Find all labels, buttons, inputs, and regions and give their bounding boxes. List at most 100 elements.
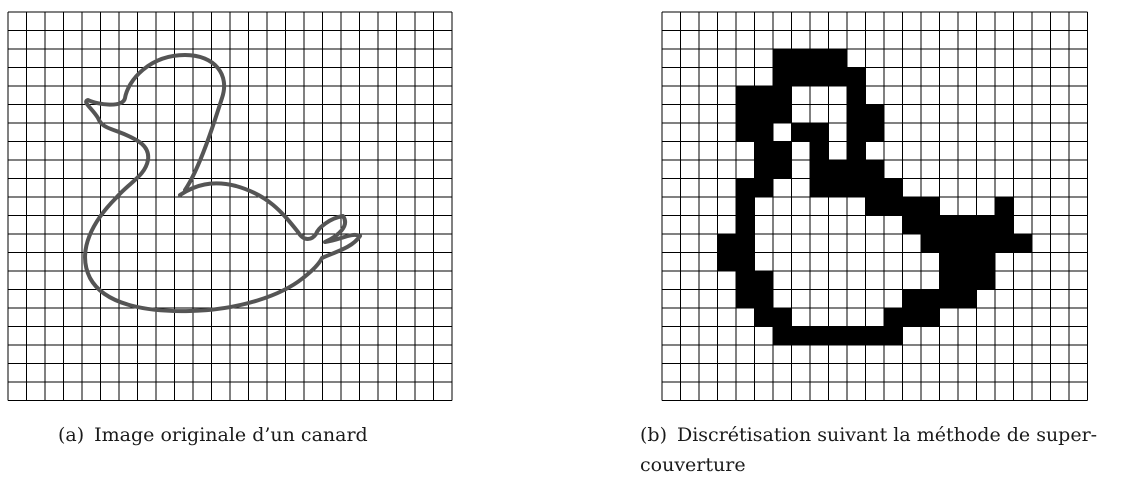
filled-cell <box>939 215 958 234</box>
filled-cell <box>754 141 773 160</box>
filled-cell <box>958 271 977 290</box>
caption-b: (b) Discrétisation suivant la méthode de … <box>640 420 1120 480</box>
filled-cell <box>828 160 847 179</box>
filled-cell <box>754 104 773 123</box>
caption-a: (a) Image originale d’un canard <box>58 420 458 450</box>
filled-cell <box>754 160 773 179</box>
filled-cell <box>847 326 866 345</box>
filled-cell <box>773 86 792 105</box>
filled-cell <box>847 141 866 160</box>
filled-cell <box>773 326 792 345</box>
filled-cell <box>828 178 847 197</box>
filled-cell <box>736 271 755 290</box>
filled-cell <box>773 67 792 86</box>
filled-cell <box>717 252 736 271</box>
filled-cell <box>865 160 884 179</box>
filled-cell <box>754 308 773 327</box>
filled-cell <box>754 271 773 290</box>
grid-lines <box>661 11 1088 401</box>
grid-lines <box>7 11 453 401</box>
filled-cell <box>828 67 847 86</box>
filled-cell <box>865 104 884 123</box>
filled-cell <box>736 104 755 123</box>
filled-cell <box>884 326 903 345</box>
filled-cell <box>902 308 921 327</box>
filled-cell <box>995 215 1014 234</box>
filled-cell <box>773 141 792 160</box>
filled-cell <box>958 234 977 253</box>
filled-cell <box>791 123 810 142</box>
filled-cell <box>884 308 903 327</box>
filled-cell <box>773 160 792 179</box>
filled-cell <box>847 178 866 197</box>
caption-a-text: Image originale d’un canard <box>94 424 368 446</box>
filled-cell <box>958 252 977 271</box>
filled-cell <box>736 252 755 271</box>
filled-cell <box>773 104 792 123</box>
filled-cell <box>754 86 773 105</box>
filled-cell <box>828 326 847 345</box>
grid-discretized-duck <box>661 11 1088 401</box>
filled-cell <box>921 289 940 308</box>
filled-cell <box>995 197 1014 216</box>
filled-cell <box>847 123 866 142</box>
filled-cell <box>791 326 810 345</box>
filled-cell <box>773 49 792 68</box>
filled-cell <box>939 289 958 308</box>
filled-cell <box>810 178 829 197</box>
filled-cell <box>958 289 977 308</box>
filled-cell <box>921 308 940 327</box>
filled-cell <box>810 49 829 68</box>
filled-cell <box>847 86 866 105</box>
filled-cell <box>810 326 829 345</box>
filled-cell <box>976 252 995 271</box>
caption-b-text-line1: Discrétisation suivant la méthode de sup… <box>677 424 1098 446</box>
filled-cell <box>995 234 1014 253</box>
filled-cell <box>939 252 958 271</box>
filled-cell <box>736 234 755 253</box>
filled-cell <box>902 197 921 216</box>
filled-cell <box>736 178 755 197</box>
figure-original-duck: (a) Image originale d’un canard <box>0 0 460 474</box>
filled-cell <box>754 178 773 197</box>
filled-cell <box>958 215 977 234</box>
filled-cell <box>773 308 792 327</box>
caption-b-tag: (b) <box>640 424 667 446</box>
grid-original-duck <box>7 11 453 401</box>
filled-cell <box>865 123 884 142</box>
filled-cell <box>847 67 866 86</box>
filled-cell <box>810 123 829 142</box>
duck-outline <box>83 53 362 314</box>
filled-cell <box>902 215 921 234</box>
filled-cell <box>736 289 755 308</box>
caption-a-tag: (a) <box>58 424 85 446</box>
filled-cell <box>754 123 773 142</box>
figure-discretized-duck: (b) Discrétisation suivant la méthode de … <box>640 0 1142 476</box>
filled-cell <box>865 178 884 197</box>
filled-cell <box>791 67 810 86</box>
filled-cell <box>902 289 921 308</box>
caption-b-text-line2: couverture <box>640 454 746 476</box>
filled-cell <box>865 197 884 216</box>
filled-cell <box>939 271 958 290</box>
filled-cell <box>921 215 940 234</box>
filled-cell <box>810 141 829 160</box>
filled-cell <box>921 197 940 216</box>
filled-cell <box>791 49 810 68</box>
filled-cell <box>810 67 829 86</box>
filled-cell <box>736 123 755 142</box>
filled-cell <box>847 104 866 123</box>
filled-cell <box>976 215 995 234</box>
filled-cell <box>828 49 847 68</box>
filled-cell <box>939 234 958 253</box>
filled-cell <box>976 271 995 290</box>
filled-cell <box>810 160 829 179</box>
filled-cell <box>754 289 773 308</box>
filled-cell <box>976 234 995 253</box>
filled-cell <box>717 234 736 253</box>
filled-cell <box>736 197 755 216</box>
filled-cell <box>847 160 866 179</box>
filled-cell <box>865 326 884 345</box>
filled-cell <box>736 86 755 105</box>
filled-cells <box>717 49 1032 345</box>
